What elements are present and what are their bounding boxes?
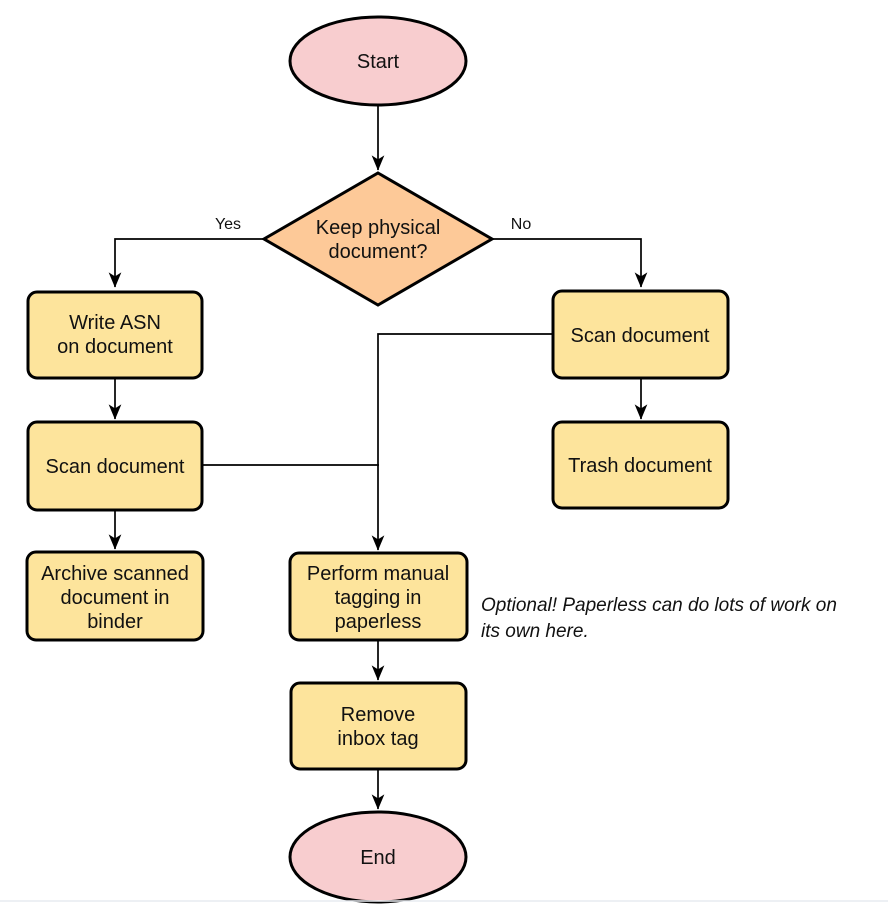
node-end: End [288, 810, 468, 904]
node-manual-tagging: Perform manual tagging in paperless [288, 551, 469, 642]
trash-document-label: Trash document [568, 455, 712, 477]
node-trash-document: Trash document [551, 420, 730, 510]
node-remove-inbox-tag: Remove inbox tag [289, 681, 468, 771]
scan-document-right-label: Scan document [571, 325, 710, 347]
decision-label-line2: document? [329, 241, 428, 263]
annotation-line2: its own here. [481, 621, 589, 642]
manual-tagging-box [288, 551, 469, 642]
annotation-optional: Optional! Paperless can do lots of work … [481, 595, 837, 642]
remove-inbox-tag-label-line1: Remove [341, 704, 415, 726]
archive-label-line1: Archive scanned [41, 563, 189, 585]
archive-box [25, 550, 205, 642]
write-asn-label-line1: Write ASN [69, 312, 161, 334]
edge-label-yes: Yes [215, 216, 241, 233]
manual-tagging-label-line3: paperless [335, 611, 422, 633]
scan-document-left-box [26, 420, 204, 512]
start-ellipse [288, 15, 468, 107]
edge-decision-yes [108, 238, 264, 288]
scan-document-left-label: Scan document [46, 456, 185, 478]
node-start: Start [288, 15, 468, 107]
archive-label-line2: document in [61, 587, 170, 609]
decision-diamond [261, 171, 495, 307]
end-label: End [360, 847, 396, 869]
annotation-line1: Optional! Paperless can do lots of work … [481, 595, 837, 616]
edge-decision-no [492, 238, 648, 288]
write-asn-label-line2: on document [57, 336, 173, 358]
scan-document-right-box [551, 289, 730, 380]
manual-tagging-label-line2: tagging in [335, 587, 422, 609]
edge-label-no: No [511, 216, 532, 233]
end-ellipse [288, 810, 468, 904]
node-archive-scanned: Archive scanned document in binder [25, 550, 205, 642]
remove-inbox-tag-box [289, 681, 468, 771]
node-decision-keep-physical: Keep physical document? [261, 171, 495, 307]
node-scan-document-left: Scan document [26, 420, 204, 512]
edges: Yes No [108, 105, 648, 810]
edge-scanright-to-tagging [371, 333, 553, 551]
remove-inbox-tag-label-line2: inbox tag [337, 728, 418, 750]
node-write-asn: Write ASN on document [26, 290, 204, 380]
trash-document-box [551, 420, 730, 510]
node-scan-document-right: Scan document [551, 289, 730, 380]
manual-tagging-label-line1: Perform manual [307, 563, 449, 585]
decision-label-line1: Keep physical [316, 217, 441, 239]
write-asn-box [26, 290, 204, 380]
archive-label-line3: binder [87, 611, 143, 633]
start-label: Start [357, 51, 400, 73]
